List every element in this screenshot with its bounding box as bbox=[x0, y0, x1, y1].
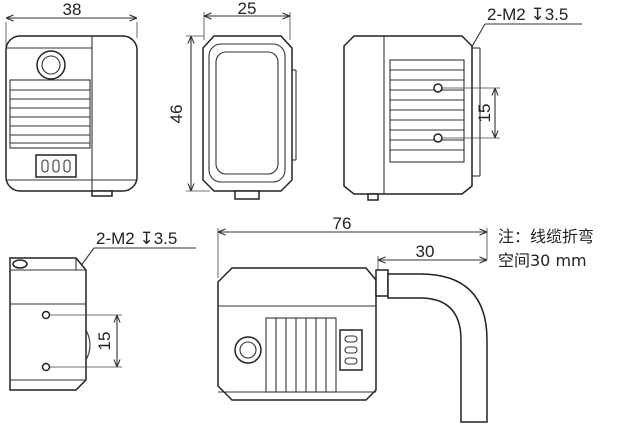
mount-hole-lower bbox=[433, 133, 443, 143]
front-view: 38 bbox=[5, 0, 138, 197]
rear-vents bbox=[389, 59, 465, 163]
rear-stub bbox=[367, 193, 379, 201]
dim-hole-spacing-right: 15 bbox=[475, 104, 494, 123]
dim-hole-spacing-left: 15 bbox=[95, 332, 114, 351]
bent-cable bbox=[387, 273, 488, 423]
left-hole-lower bbox=[41, 362, 51, 372]
front-housing bbox=[5, 35, 138, 192]
cable-view: 76 30 bbox=[217, 214, 488, 423]
rear-view: 2-M2 ↧3.5 15 bbox=[343, 5, 582, 201]
heatsink-fins bbox=[9, 79, 91, 149]
mount-callout-top: 2-M2 ↧3.5 bbox=[487, 5, 568, 24]
note-line-1: 注：线缆折弯 bbox=[498, 227, 594, 246]
cable-view-fins bbox=[265, 317, 337, 393]
side-housing bbox=[202, 35, 293, 192]
bottom-left-view: 2-M2 ↧3.5 15 bbox=[9, 229, 196, 391]
dim-side-width: 25 bbox=[238, 0, 257, 18]
cable-gland bbox=[375, 269, 389, 297]
dim-height: 46 bbox=[167, 105, 186, 124]
lens-icon bbox=[36, 50, 66, 80]
mount-callout-left: 2-M2 ↧3.5 bbox=[96, 229, 177, 248]
note-line-2: 空间30 mm bbox=[498, 251, 587, 270]
rear-housing bbox=[343, 35, 473, 195]
cable-view-lens-icon bbox=[234, 336, 262, 364]
left-connector-icon bbox=[12, 259, 28, 269]
side-cable-stub bbox=[234, 190, 260, 200]
mount-hole-upper bbox=[433, 83, 443, 93]
left-hole-upper bbox=[41, 310, 51, 320]
dim-cable-bend: 30 bbox=[416, 242, 435, 261]
front-cable-stub bbox=[91, 190, 113, 197]
side-view: 25 46 bbox=[167, 0, 297, 200]
dim-total-length: 76 bbox=[333, 214, 352, 233]
dim-front-width: 38 bbox=[63, 0, 82, 19]
